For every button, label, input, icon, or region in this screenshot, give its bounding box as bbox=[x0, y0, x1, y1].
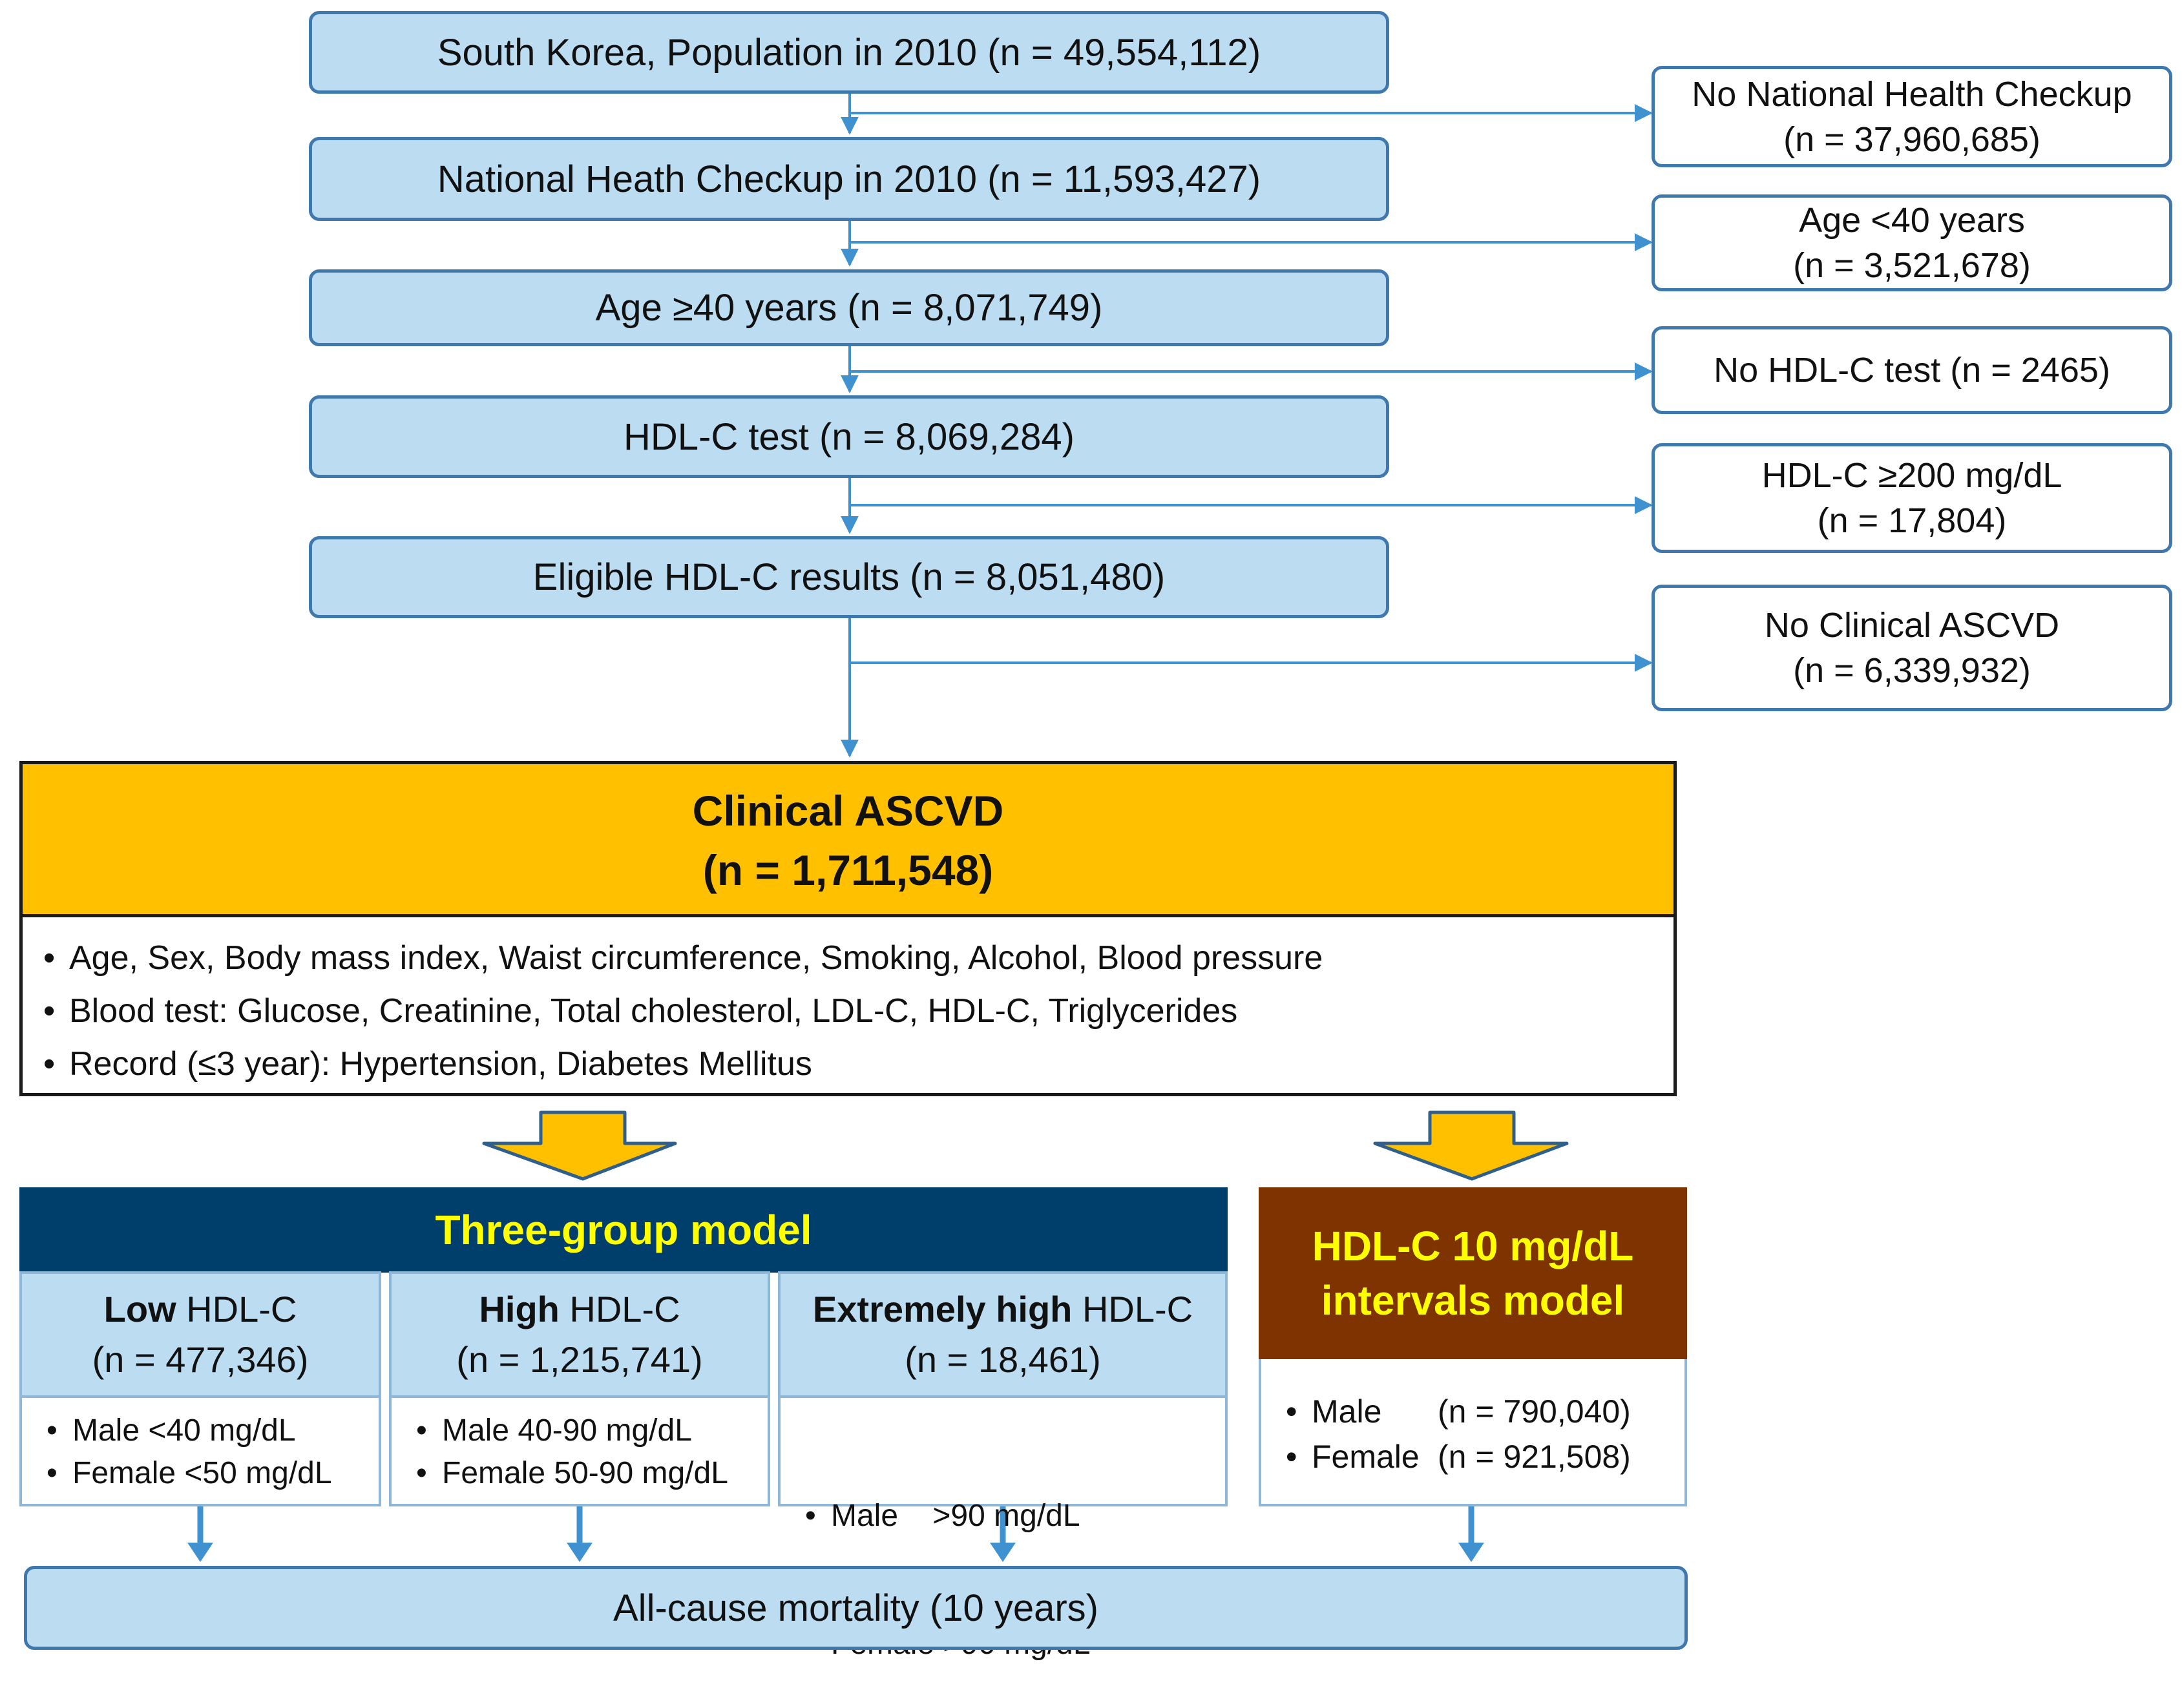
sex-label: Female bbox=[1312, 1439, 1420, 1475]
list-item: Female 50-90 mg/dL bbox=[416, 1452, 768, 1495]
group-extreme-count: (n = 18,461) bbox=[905, 1339, 1101, 1380]
three-group-header: Three-group model bbox=[19, 1187, 1228, 1273]
checkup-text: National Heath Checkup in 2010 (n = 11,5… bbox=[437, 158, 1261, 200]
ascvd-count: (n = 1,711,548) bbox=[702, 846, 994, 894]
group-emphasis: Low bbox=[103, 1289, 176, 1329]
interval-model-title-line1: HDL-C 10 mg/dL bbox=[1312, 1223, 1634, 1269]
eligible-text: Eligible HDL-C results (n = 8,051,480) bbox=[532, 556, 1166, 598]
group-low-header: Low HDL-C (n = 477,346) bbox=[19, 1271, 381, 1398]
exclusion-label: No National Health Checkup bbox=[1692, 74, 2132, 114]
exclusion-count: (n = 6,339,932) bbox=[1793, 651, 2031, 690]
exclusion-label: No HDL-C test (n = 2465) bbox=[1714, 351, 2110, 390]
list-item: Male <40 mg/dL bbox=[47, 1410, 379, 1452]
group-low-count: (n = 477,346) bbox=[92, 1339, 309, 1380]
outcome-text: All-cause mortality (10 years) bbox=[613, 1587, 1098, 1629]
list-item: Male >90 mg/dL bbox=[805, 1495, 1225, 1537]
list-item: Female <50 mg/dL bbox=[47, 1452, 379, 1495]
group-high-count: (n = 1,215,741) bbox=[456, 1339, 703, 1380]
list-item: Blood test: Glucose, Creatinine, Total c… bbox=[43, 984, 1673, 1037]
list-item: Record (≤3 year): Hypertension, Diabetes… bbox=[43, 1037, 1673, 1090]
list-item: Male (n = 790,040) bbox=[1286, 1389, 1684, 1434]
group-high-criteria: Male 40-90 mg/dL Female 50-90 mg/dL bbox=[389, 1398, 770, 1506]
group-emphasis: Extremely high bbox=[812, 1289, 1073, 1329]
group-low-criteria: Male <40 mg/dL Female <50 mg/dL bbox=[19, 1398, 381, 1506]
exclusion-box-no-hdl-test: No HDL-C test (n = 2465) bbox=[1652, 326, 2172, 414]
group-suffix: HDL-C bbox=[176, 1289, 297, 1329]
group-extreme-name: Extremely high HDL-C bbox=[813, 1284, 1193, 1335]
hdl-test-box: HDL-C test (n = 8,069,284) bbox=[309, 395, 1389, 478]
hdl-test-text: HDL-C test (n = 8,069,284) bbox=[624, 415, 1075, 458]
group-suffix: HDL-C bbox=[559, 1289, 680, 1329]
group-extreme-header: Extremely high HDL-C (n = 18,461) bbox=[778, 1271, 1228, 1398]
sex-count: (n = 790,040) bbox=[1438, 1393, 1631, 1430]
list-item: Male 40-90 mg/dL bbox=[416, 1410, 768, 1452]
group-suffix: HDL-C bbox=[1072, 1289, 1193, 1329]
exclusion-count: (n = 3,521,678) bbox=[1793, 246, 2031, 285]
exclusion-label: No Clinical ASCVD bbox=[1764, 606, 2060, 645]
eligible-box: Eligible HDL-C results (n = 8,051,480) bbox=[309, 536, 1389, 618]
exclusion-count: (n = 37,960,685) bbox=[1783, 120, 2040, 159]
checkup-box: National Heath Checkup in 2010 (n = 11,5… bbox=[309, 137, 1389, 221]
down-arrow-interval-model bbox=[1373, 1110, 1569, 1181]
group-low-name: Low HDL-C bbox=[104, 1284, 297, 1335]
exclusion-label: Age <40 years bbox=[1799, 201, 2025, 240]
three-group-title: Three-group model bbox=[435, 1207, 812, 1253]
list-item: Age, Sex, Body mass index, Waist circumf… bbox=[43, 932, 1673, 984]
exclusion-box-no-checkup: No National Health Checkup (n = 37,960,6… bbox=[1652, 66, 2172, 167]
exclusion-box-hdl-high: HDL-C ≥200 mg/dL (n = 17,804) bbox=[1652, 443, 2172, 553]
interval-model-list: Male (n = 790,040) Female (n = 921,508) bbox=[1259, 1359, 1687, 1506]
exclusion-box-no-ascvd: No Clinical ASCVD (n = 6,339,932) bbox=[1652, 585, 2172, 711]
ascvd-header: Clinical ASCVD (n = 1,711,548) bbox=[19, 761, 1677, 916]
sex-count: (n = 921,508) bbox=[1438, 1439, 1631, 1475]
exclusion-box-age: Age <40 years (n = 3,521,678) bbox=[1652, 194, 2172, 291]
outcome-box: All-cause mortality (10 years) bbox=[24, 1566, 1688, 1650]
ascvd-title: Clinical ASCVD bbox=[692, 786, 1004, 835]
age-box: Age ≥40 years (n = 8,071,749) bbox=[309, 269, 1389, 346]
ascvd-variables-list: Age, Sex, Body mass index, Waist circumf… bbox=[19, 914, 1677, 1096]
group-emphasis: High bbox=[479, 1289, 560, 1329]
population-text: South Korea, Population in 2010 (n = 49,… bbox=[437, 31, 1261, 74]
group-extreme-criteria: Male >90 mg/dL Female >90 mg/dL bbox=[778, 1398, 1228, 1661]
list-item: Female (n = 921,508) bbox=[1286, 1434, 1684, 1479]
population-box: South Korea, Population in 2010 (n = 49,… bbox=[309, 11, 1389, 94]
connector-lines bbox=[187, 94, 1653, 1562]
exclusion-count: (n = 17,804) bbox=[1817, 501, 2007, 540]
sex-label: Male bbox=[1312, 1393, 1382, 1430]
age-text: Age ≥40 years (n = 8,071,749) bbox=[595, 287, 1103, 329]
group-high-header: High HDL-C (n = 1,215,741) bbox=[389, 1271, 770, 1398]
exclusion-label: HDL-C ≥200 mg/dL bbox=[1761, 456, 2062, 495]
down-arrow-three-group bbox=[482, 1110, 677, 1181]
group-high-name: High HDL-C bbox=[479, 1284, 680, 1335]
interval-model-title-line2: intervals model bbox=[1321, 1277, 1625, 1324]
interval-model-header: HDL-C 10 mg/dL intervals model bbox=[1259, 1187, 1687, 1359]
